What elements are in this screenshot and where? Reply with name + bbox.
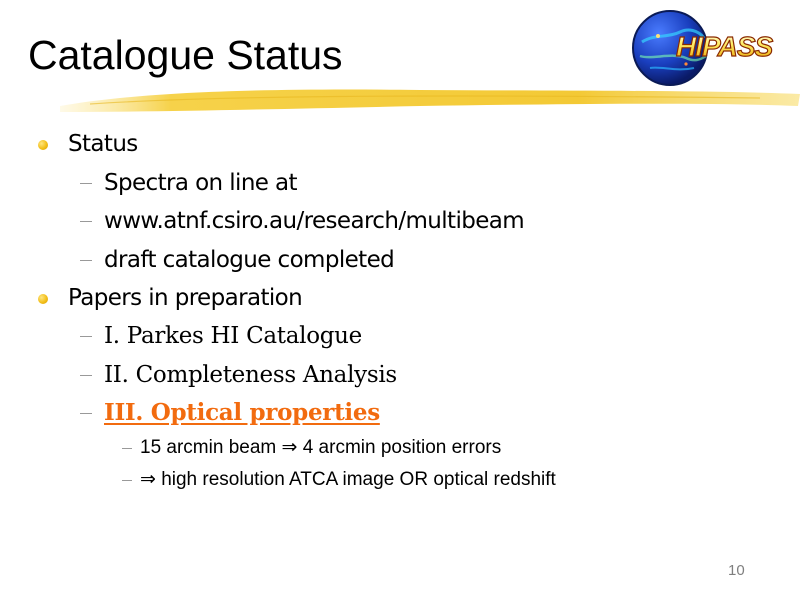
- bullet-text: Papers in preparation: [68, 285, 303, 311]
- sub-bullet-paper-2: II. Completeness Analysis: [80, 360, 397, 390]
- title-underline-swoosh: [60, 89, 800, 112]
- dash-icon: [80, 336, 92, 337]
- sub-bullet-spectra: Spectra on line at: [80, 168, 298, 198]
- dash-icon: [80, 221, 92, 222]
- sub-bullet-paper-1: I. Parkes HI Catalogue: [80, 321, 362, 351]
- bullet-text: ⇒ high resolution ATCA image OR optical …: [140, 469, 556, 490]
- sub-bullet-url: www.atnf.csiro.au/research/multibeam: [80, 206, 525, 236]
- bullet-text: III. Optical properties: [104, 399, 380, 426]
- bullet-text: Status: [68, 131, 138, 157]
- sub-bullet-draft: draft catalogue completed: [80, 245, 395, 275]
- bullet-papers: Papers in preparation: [38, 283, 303, 313]
- bullet-text: draft catalogue completed: [104, 247, 395, 273]
- slide-title: Catalogue Status: [28, 32, 343, 78]
- sub-sub-bullet-resolution: ⇒ high resolution ATCA image OR optical …: [122, 468, 556, 492]
- logo-text: HIPASS: [676, 31, 773, 62]
- bullet-dot-icon: [38, 294, 48, 304]
- sub-bullet-paper-3-link[interactable]: III. Optical properties: [80, 398, 380, 428]
- bullet-dot-icon: [38, 140, 48, 150]
- bullet-text: Spectra on line at: [104, 170, 298, 196]
- page-number: 10: [728, 562, 745, 579]
- dash-icon: [80, 260, 92, 261]
- bullet-text: II. Completeness Analysis: [104, 362, 397, 388]
- dash-icon: [80, 183, 92, 184]
- dash-icon: [122, 448, 132, 449]
- bullet-status: Status: [38, 129, 138, 159]
- dash-icon: [80, 413, 92, 414]
- sub-sub-bullet-beam: 15 arcmin beam ⇒ 4 arcmin position error…: [122, 436, 502, 460]
- bullet-text: 15 arcmin beam ⇒ 4 arcmin position error…: [140, 437, 502, 458]
- dash-icon: [122, 480, 132, 481]
- bullet-text: I. Parkes HI Catalogue: [104, 323, 362, 349]
- hipass-logo: HIPASS: [632, 10, 775, 86]
- dash-icon: [80, 375, 92, 376]
- bullet-text: www.atnf.csiro.au/research/multibeam: [104, 208, 525, 234]
